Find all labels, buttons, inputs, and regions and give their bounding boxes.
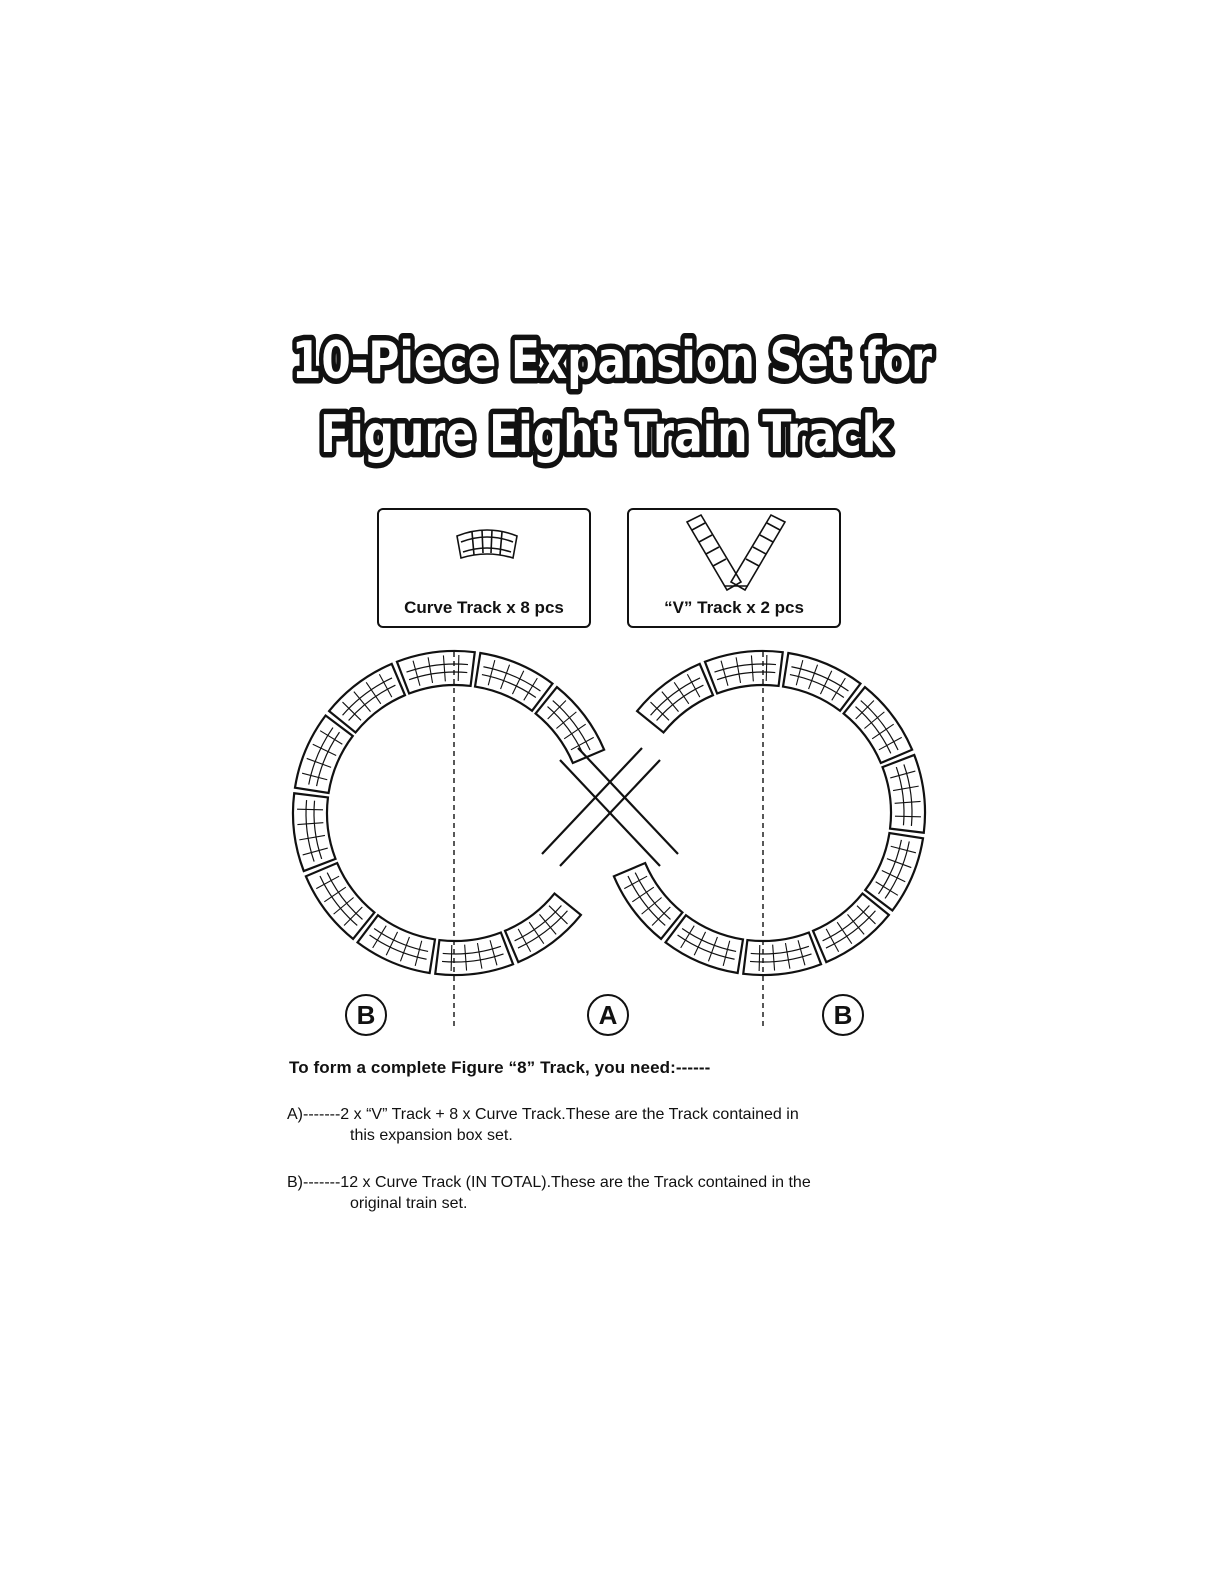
- v-track-icon: [685, 513, 787, 592]
- requirement-b: B)-------12 x Curve Track (IN TOTAL).The…: [287, 1172, 811, 1214]
- curve-track-segment: [811, 892, 891, 964]
- figure-eight-track-diagram: [291, 649, 927, 1030]
- curve-track-segment: [703, 649, 784, 695]
- requirement-b-line-1: 12 x Curve Track (IN TOTAL).These are th…: [340, 1174, 811, 1191]
- curve-track-segment: [635, 662, 715, 734]
- section-marker-b-left: B: [345, 994, 387, 1036]
- instructions-heading: To form a complete Figure “8” Track, you…: [289, 1058, 711, 1077]
- curve-track-segment: [612, 861, 684, 941]
- curve-track-segment: [395, 649, 476, 695]
- requirement-b-prefix: B)-------: [287, 1174, 341, 1191]
- curve-track-label: Curve Track x 8 pcs: [404, 598, 564, 617]
- requirement-a: A)-------2 x “V” Track + 8 x Curve Track…: [287, 1104, 799, 1146]
- curve-track-segment: [663, 913, 745, 975]
- curve-track-segment: [881, 753, 927, 834]
- title-line-2: Figure Eight Train Track: [320, 405, 891, 465]
- curve-track-segment: [742, 931, 823, 977]
- v-track-crossing: [541, 747, 679, 867]
- v-track-part-box: “V” Track x 2 pcs: [627, 508, 841, 628]
- curve-track-segment: [434, 931, 515, 977]
- curve-track-segment: [293, 713, 355, 795]
- curve-track-part-box: Curve Track x 8 pcs: [377, 508, 591, 628]
- section-marker-a: A: [587, 994, 629, 1036]
- title-line-1: 10-Piece Expansion Set for: [292, 331, 932, 391]
- curve-track-segment: [503, 892, 583, 964]
- requirement-a-line-1: 2 x “V” Track + 8 x Curve Track.These ar…: [340, 1106, 799, 1123]
- curve-track-icon: [456, 529, 518, 560]
- curve-track-segment: [327, 662, 407, 734]
- curve-track-segment: [534, 685, 606, 765]
- curve-track-segment: [781, 651, 863, 713]
- requirement-a-line-2: this expansion box set.: [350, 1127, 513, 1144]
- curve-track-segment: [863, 831, 925, 913]
- requirement-b-line-2: original train set.: [350, 1195, 468, 1212]
- curve-track-segment: [304, 861, 376, 941]
- curve-track-segment: [842, 685, 914, 765]
- curve-track-segment: [291, 792, 337, 873]
- curve-track-segment: [355, 913, 437, 975]
- v-track-label: “V” Track x 2 pcs: [664, 598, 804, 617]
- curve-track-segment: [473, 651, 555, 713]
- requirement-a-prefix: A)-------: [287, 1106, 341, 1123]
- section-marker-b-right: B: [822, 994, 864, 1036]
- page-title: .ttl { font-family: "DejaVu Sans", sans-…: [287, 326, 938, 471]
